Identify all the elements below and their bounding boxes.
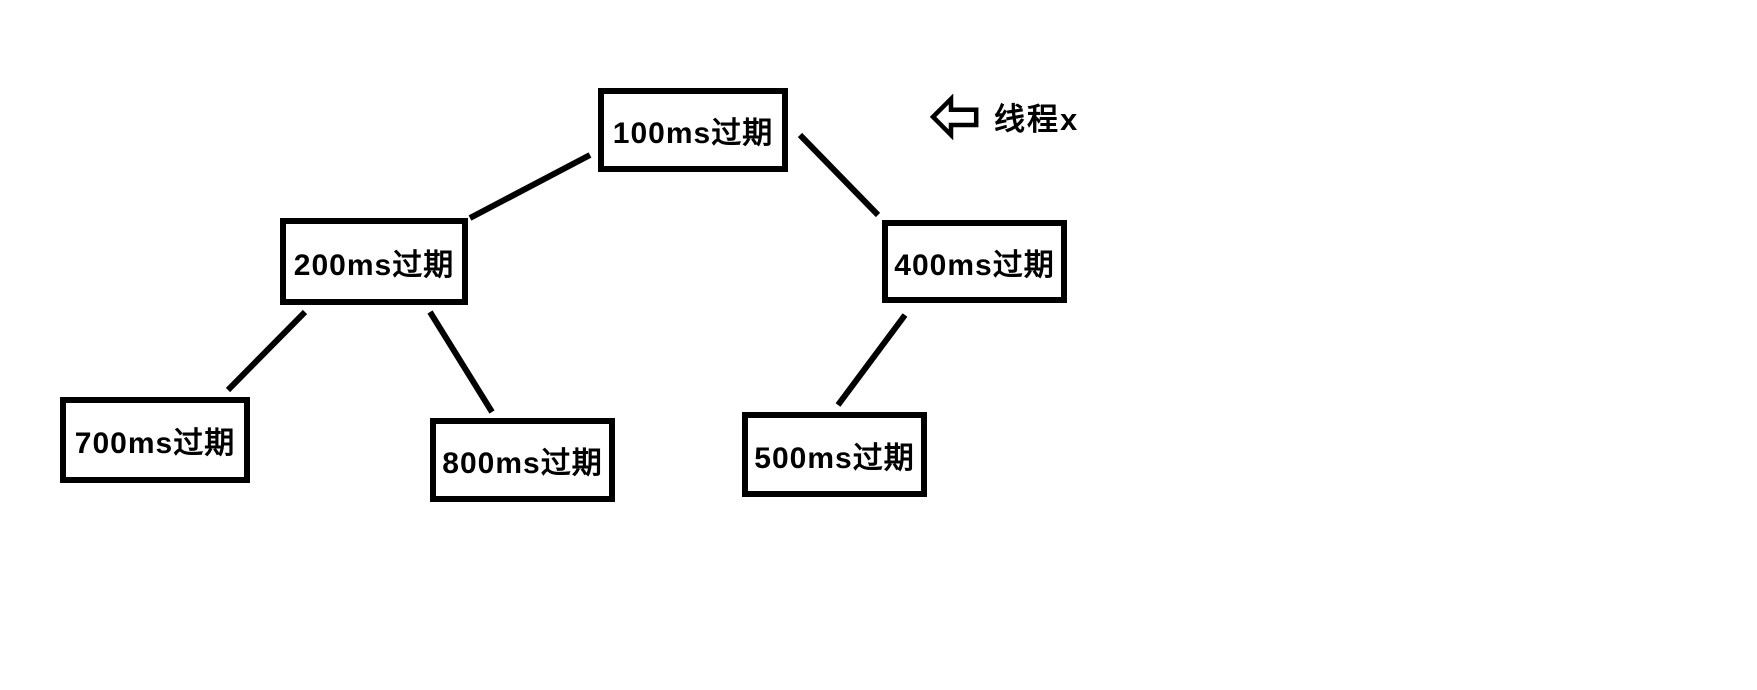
node-700ms: 700ms过期 <box>60 397 250 483</box>
thread-label: 线程x <box>994 101 1080 137</box>
edge-100-200 <box>468 152 592 221</box>
left-arrow-icon <box>929 93 979 141</box>
node-400ms: 400ms过期 <box>882 220 1067 303</box>
edge-200-800 <box>427 310 495 414</box>
node-100ms: 100ms过期 <box>598 88 788 172</box>
node-800ms: 800ms过期 <box>430 418 615 502</box>
edge-200-700 <box>225 309 308 393</box>
thread-annotation: 线程x <box>920 86 1180 146</box>
node-200ms: 200ms过期 <box>280 218 468 305</box>
node-700ms-label: 700ms过期 <box>74 427 236 460</box>
node-500ms-label: 500ms过期 <box>754 441 915 475</box>
node-100ms-label: 100ms过期 <box>612 117 774 150</box>
node-200ms-label: 200ms过期 <box>293 248 455 282</box>
node-500ms: 500ms过期 <box>742 412 927 497</box>
edge-100-400 <box>797 132 881 218</box>
node-400ms-label: 400ms过期 <box>894 248 1055 282</box>
edge-400-500 <box>835 313 908 407</box>
node-800ms-label: 800ms过期 <box>442 447 603 480</box>
